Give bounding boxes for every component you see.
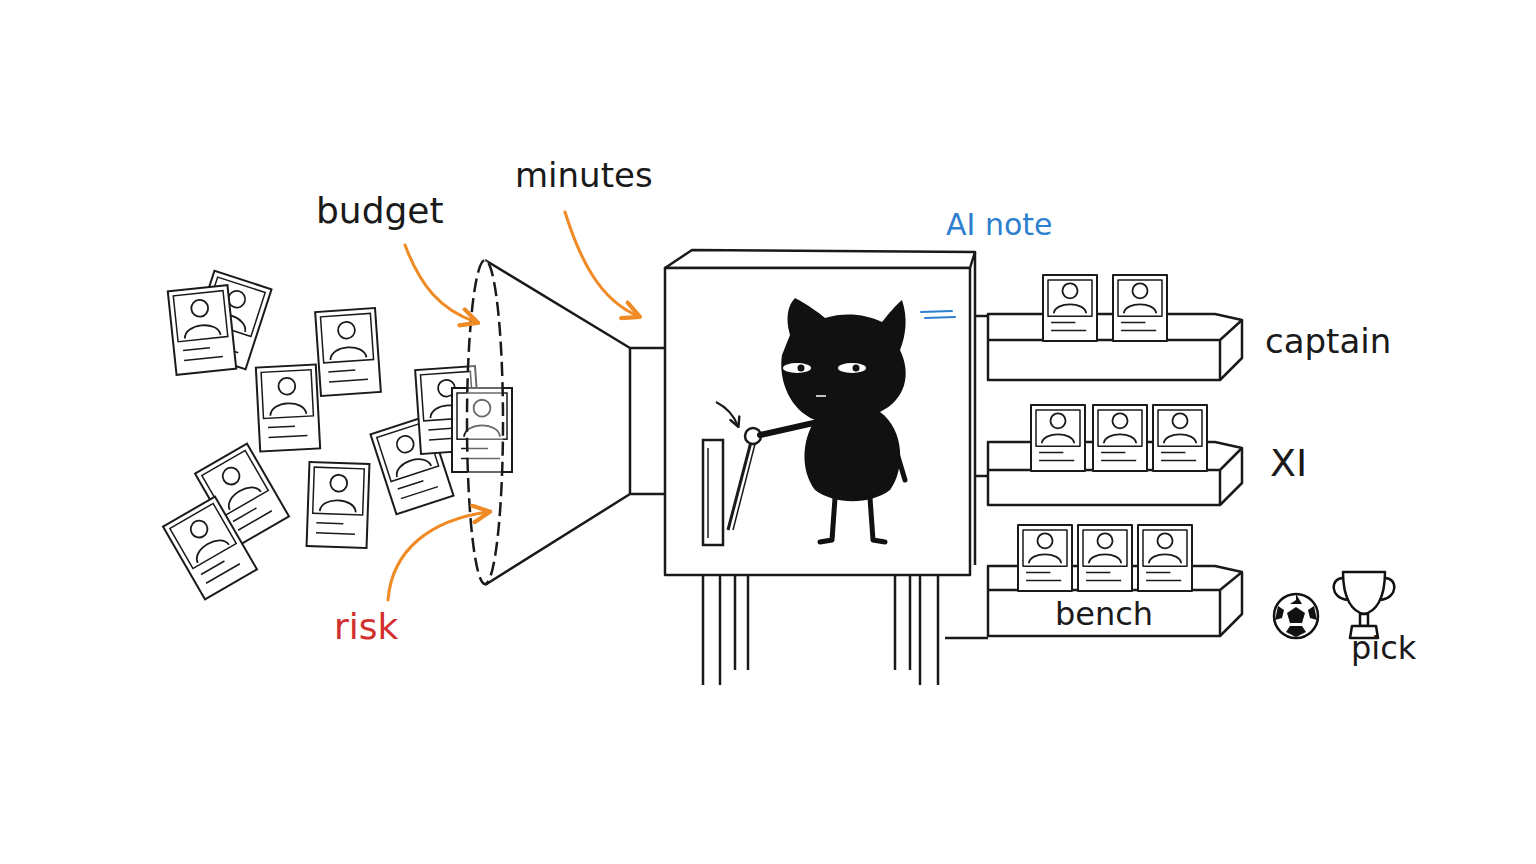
shelf-label: bench	[988, 596, 1220, 633]
xi-shelf: XI	[988, 440, 1398, 506]
player-card	[163, 497, 257, 600]
lever	[703, 402, 761, 545]
shelf-label: captain	[1265, 322, 1391, 361]
trophy	[1334, 572, 1395, 638]
player-cards	[163, 271, 512, 600]
player-card	[307, 462, 370, 548]
player-card	[315, 308, 381, 396]
player-card	[256, 364, 320, 451]
lever-label: pick	[1351, 630, 1416, 667]
funnel	[467, 260, 665, 585]
player-card	[1043, 275, 1097, 341]
player-card	[1138, 525, 1192, 591]
bench-shelf: bench	[988, 566, 1224, 636]
football	[1274, 594, 1318, 638]
player-card	[1018, 525, 1072, 591]
player-card	[1093, 405, 1147, 471]
player-card	[1113, 275, 1167, 341]
shelves	[988, 275, 1242, 636]
input-label: risk	[334, 606, 398, 647]
shelf-label: XI	[1270, 442, 1307, 486]
picking-machine	[665, 250, 988, 685]
player-card	[1153, 405, 1207, 471]
cat	[760, 298, 906, 542]
player-card	[1031, 405, 1085, 471]
captain-shelf: captain	[988, 312, 1398, 382]
player-card	[168, 285, 236, 375]
ai-underline	[921, 311, 955, 318]
player-card	[1078, 525, 1132, 591]
leader-arrows	[388, 212, 638, 600]
input-label: budget	[316, 190, 444, 231]
ai-note: AI note	[946, 208, 1053, 243]
input-label: minutes	[515, 156, 653, 195]
